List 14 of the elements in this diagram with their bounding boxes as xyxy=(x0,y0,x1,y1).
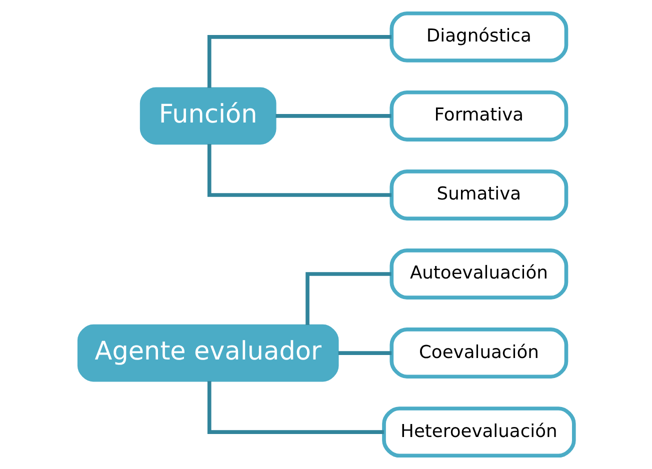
connector xyxy=(207,144,392,197)
connector xyxy=(338,351,392,355)
node-box: Formativa xyxy=(390,90,568,142)
connector xyxy=(276,114,392,118)
node-box: Sumativa xyxy=(390,170,568,220)
node-box: Diagnóstica xyxy=(390,11,568,62)
node-box: Autoevaluación xyxy=(390,248,568,300)
connector xyxy=(306,272,392,325)
connector xyxy=(207,381,384,434)
node-box: Función xyxy=(140,87,276,145)
node-box: Agente evaluador xyxy=(77,324,339,382)
connector xyxy=(207,35,392,88)
node-box: Coevaluación xyxy=(390,328,568,379)
node-box: Heteroevaluación xyxy=(382,406,576,458)
